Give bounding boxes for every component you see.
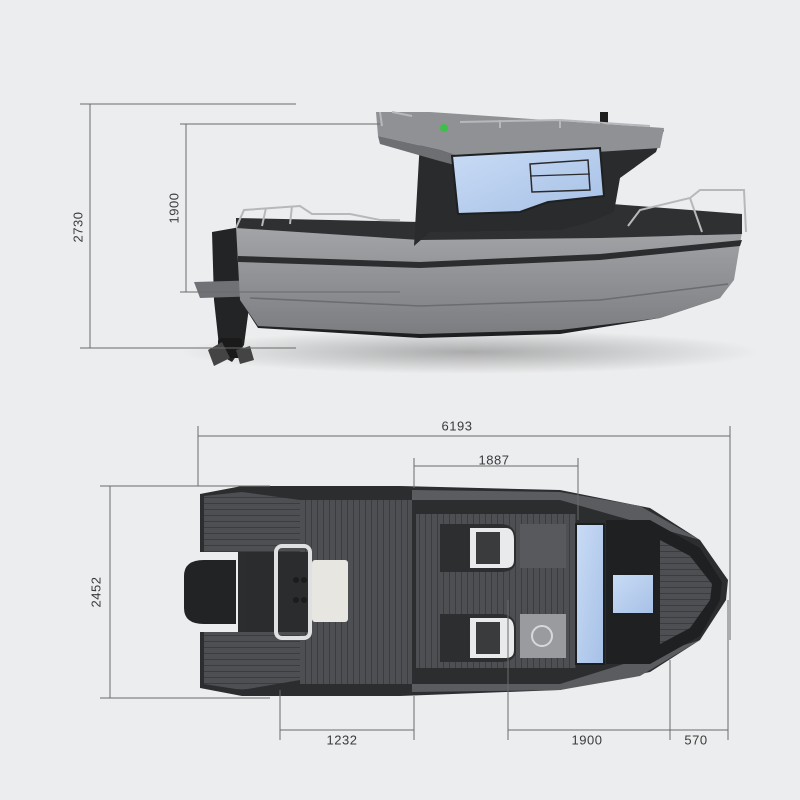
chine-line (249, 283, 729, 307)
top-dim-lines (100, 426, 731, 740)
rub-strake (238, 240, 742, 268)
forward-hatch (611, 573, 655, 615)
dim-side-total-height: 2730 (70, 211, 86, 243)
bow-anchor-locker (660, 540, 712, 644)
dim-top-aft-deck: 1232 (326, 732, 358, 748)
dim-top-beam: 2452 (88, 576, 104, 608)
dim-side-cabin-height: 1900 (166, 192, 182, 224)
boat-shadow (180, 330, 760, 374)
cabin (376, 112, 664, 246)
dim-top-bow: 570 (684, 732, 708, 748)
railings (235, 111, 747, 233)
outboard-engine-top (184, 560, 236, 624)
dim-top-total-length: 6193 (441, 418, 473, 434)
windshield-top (575, 523, 605, 665)
aft-cockpit-deck (300, 500, 412, 684)
side-deck-upper (412, 490, 700, 540)
cabin-window (450, 146, 606, 216)
passenger-seat (440, 614, 516, 662)
helm-seat (440, 524, 516, 572)
aft-pod-lower (204, 632, 300, 690)
nav-light (440, 124, 448, 132)
steering-wheel (531, 625, 553, 647)
side-dim-lines (80, 103, 400, 349)
console-lower (520, 614, 566, 658)
stern-lounge (246, 544, 348, 640)
side-view (180, 111, 760, 374)
side-deck-lower (412, 640, 700, 692)
dim-top-mid-section: 1900 (571, 732, 603, 748)
console-upper (520, 524, 566, 568)
aft-pod-upper (204, 492, 300, 552)
top-view (184, 486, 728, 696)
hull-side (236, 226, 742, 334)
dim-top-cabin-length: 1887 (478, 452, 510, 468)
